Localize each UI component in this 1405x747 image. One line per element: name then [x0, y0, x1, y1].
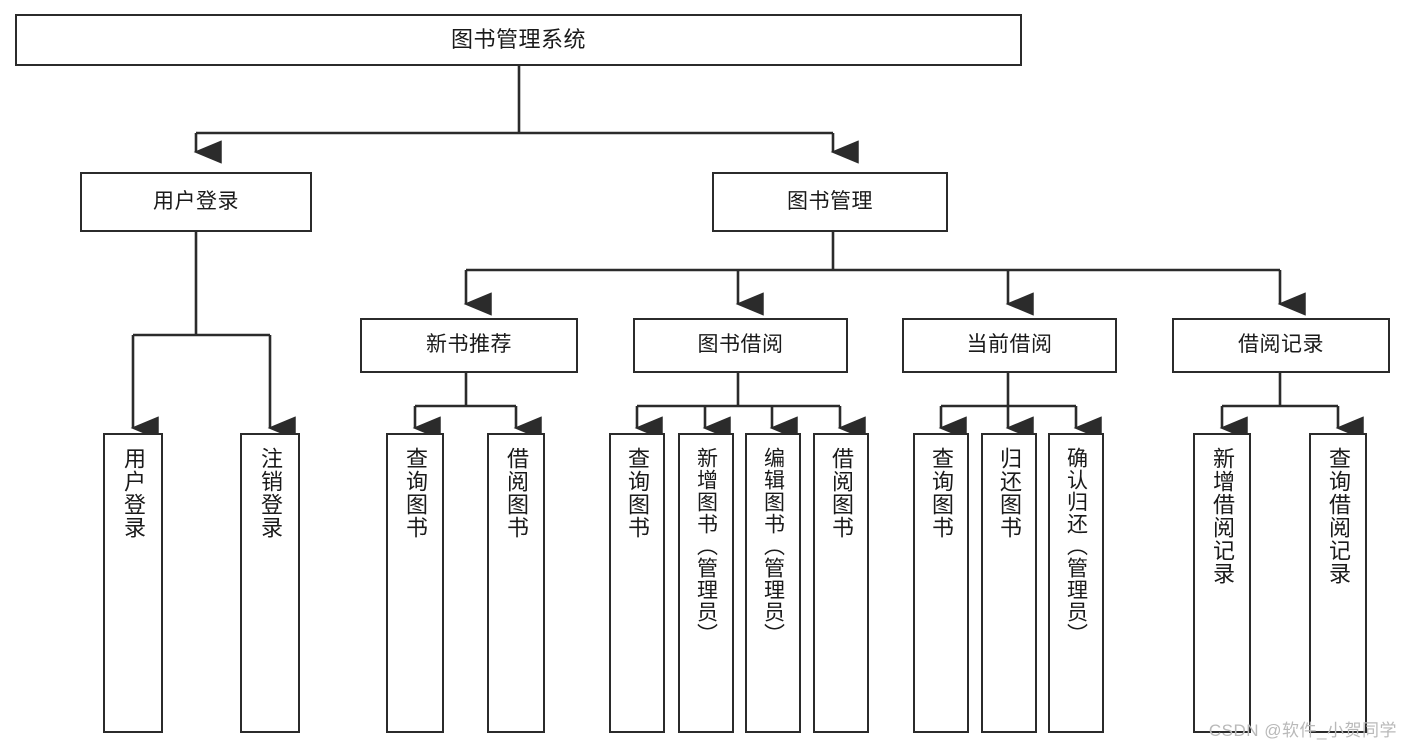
- leaf-confirm-return-admin[interactable]: 确认归还（管理员）: [1048, 433, 1104, 733]
- node-label: 借阅图书: [829, 447, 854, 539]
- leaf-add-borrow-record[interactable]: 新增借阅记录: [1193, 433, 1251, 733]
- node-label: 用户登录: [121, 447, 146, 539]
- leaf-borrow-book[interactable]: 借阅图书: [813, 433, 869, 733]
- node-label: 查询图书: [929, 447, 954, 539]
- node-label: 图书管理: [787, 189, 873, 213]
- leaf-borrow-book-recommend[interactable]: 借阅图书: [487, 433, 545, 733]
- node-label: 确认归还（管理员）: [1064, 447, 1088, 645]
- node-label: 新书推荐: [426, 333, 512, 357]
- node-label: 图书借阅: [697, 333, 784, 357]
- leaf-return-book[interactable]: 归还图书: [981, 433, 1037, 733]
- node-current-borrow[interactable]: 当前借阅: [902, 318, 1117, 373]
- node-label: 借阅记录: [1238, 333, 1324, 357]
- node-label: 新增借阅记录: [1210, 447, 1235, 585]
- node-label: 归还图书: [997, 447, 1022, 539]
- leaf-query-book-current[interactable]: 查询图书: [913, 433, 969, 733]
- node-label: 用户登录: [153, 189, 239, 213]
- node-label: 当前借阅: [966, 333, 1053, 357]
- leaf-query-book-borrow[interactable]: 查询图书: [609, 433, 665, 733]
- node-book-borrow[interactable]: 图书借阅: [633, 318, 848, 373]
- node-label: 查询借阅记录: [1326, 447, 1351, 585]
- node-book-management[interactable]: 图书管理: [712, 172, 948, 232]
- leaf-edit-book-admin[interactable]: 编辑图书（管理员）: [745, 433, 801, 733]
- node-label: 查询图书: [403, 447, 428, 539]
- node-new-book-recommend[interactable]: 新书推荐: [360, 318, 578, 373]
- node-borrow-records[interactable]: 借阅记录: [1172, 318, 1390, 373]
- node-label: 查询图书: [625, 447, 650, 539]
- leaf-query-borrow-record[interactable]: 查询借阅记录: [1309, 433, 1367, 733]
- csdn-watermark: CSDN @软件_小贺同学: [1208, 721, 1397, 740]
- node-label: 注销登录: [258, 447, 283, 539]
- node-label: 借阅图书: [504, 447, 529, 539]
- node-label: 新增图书（管理员）: [694, 447, 718, 645]
- node-label: 编辑图书（管理员）: [761, 447, 785, 645]
- node-root-system[interactable]: 图书管理系统: [15, 14, 1022, 66]
- leaf-query-book-recommend[interactable]: 查询图书: [386, 433, 444, 733]
- leaf-add-book-admin[interactable]: 新增图书（管理员）: [678, 433, 734, 733]
- leaf-logout[interactable]: 注销登录: [240, 433, 300, 733]
- node-label: 图书管理系统: [450, 27, 586, 53]
- leaf-user-login[interactable]: 用户登录: [103, 433, 163, 733]
- node-user-login[interactable]: 用户登录: [80, 172, 312, 232]
